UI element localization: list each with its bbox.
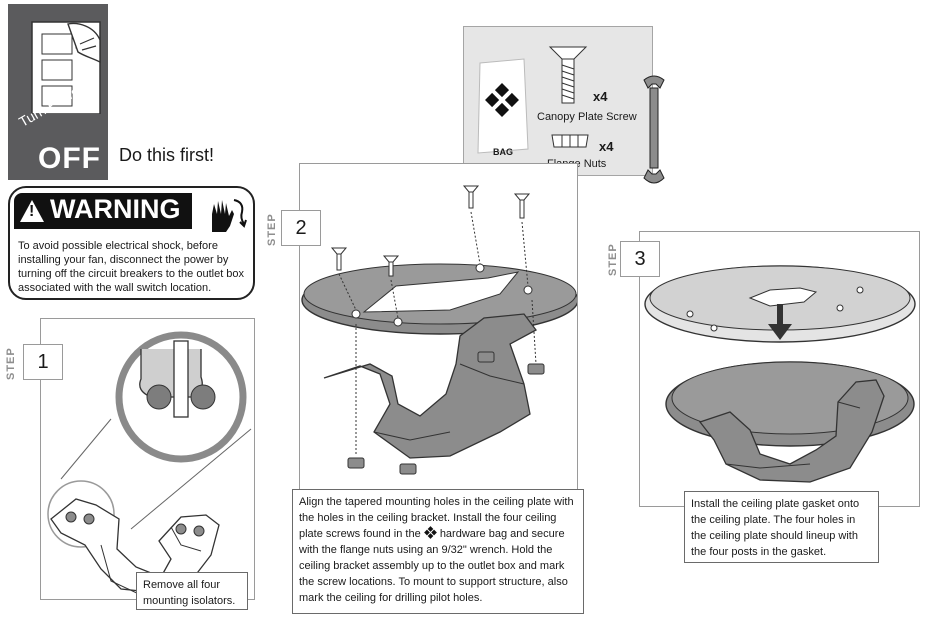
screw-label: Canopy Plate Screw [537,111,637,123]
nut-quantity: x4 [599,139,614,154]
bag-label: BAG [493,147,513,157]
step-1-illustration [47,331,252,596]
do-this-first-text: Do this first! [119,145,215,165]
step-2-caption-part2: hardware bag and secure with the flange … [299,528,568,604]
hardware-panel: BAG x4 Canopy Plate Screw x4 Flange Nuts [463,26,653,176]
power-switch-icon [31,21,101,114]
wrench-icon [643,75,665,184]
warning-text: To avoid possible electrical shock, befo… [18,240,245,294]
step-1-word: STEP [5,347,17,380]
warning-header: ! WARNING [14,193,192,229]
step-2-panel [299,163,578,491]
step-2-number: 2 [281,210,321,246]
step-2-caption-part1: Align the tapered mounting holes in the … [299,496,574,540]
step-2-caption: Align the tapered mounting holes in the … [292,489,584,614]
flange-nut-icon [551,134,589,148]
screw-icon [548,46,588,104]
screw-quantity: x4 [593,89,608,104]
step-3-caption: Install the ceiling plate gasket onto th… [684,491,879,563]
step-3-illustration [644,265,916,483]
step-3-panel [639,231,920,507]
step-3-number: 3 [620,241,660,277]
turn-power-off-panel: Turn Power OFF [8,4,108,180]
step-1-panel [40,318,255,600]
warning-box: ! WARNING To avoid possible electrical s… [8,186,255,300]
warning-title: WARNING [50,194,181,224]
hand-shock-icon [212,199,247,232]
step-1-caption: Remove all four mounting isolators. [136,572,248,610]
step-3-word: STEP [607,243,619,276]
step-2-illustration [301,185,577,475]
step-2-word: STEP [266,213,278,246]
off-text: OFF [38,142,101,175]
warning-triangle-icon [20,200,44,222]
hardware-bag-diamond-icon [423,526,437,539]
step-1-number: 1 [23,344,63,380]
arrow-down-icon [768,304,792,340]
hardware-bag-diamond-icon [485,83,519,117]
